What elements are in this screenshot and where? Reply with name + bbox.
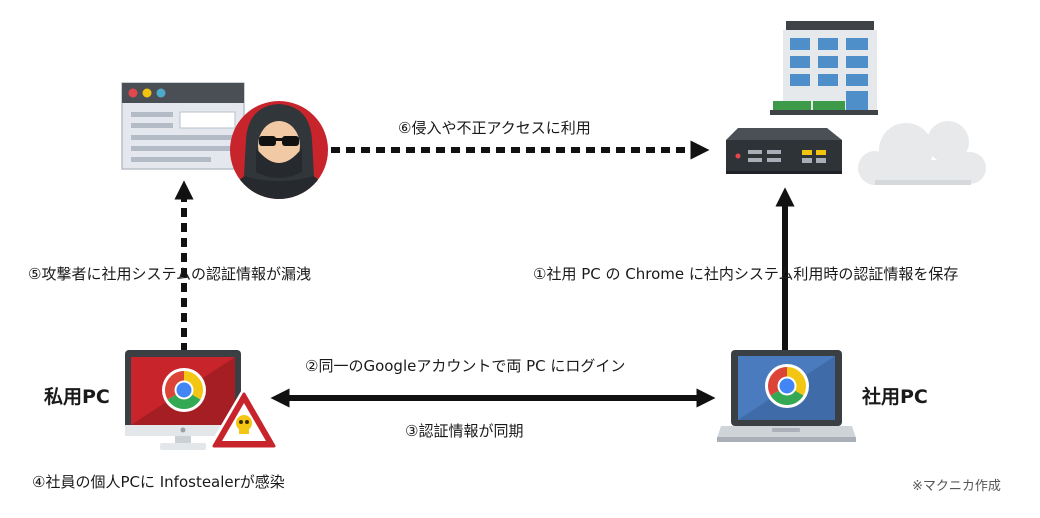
chrome-logo-icon: [162, 368, 206, 412]
label-step3: ③認証情報が同期: [405, 422, 524, 440]
warning-skull-icon: [208, 389, 280, 451]
hacker-icon: [230, 101, 328, 199]
label-step5: ⑤攻撃者に社用システムの認証情報が漏洩: [28, 265, 311, 283]
label-step2: ②同一のGoogleアカウントで両 PC にログイン: [305, 357, 626, 375]
credit-note: ※マクニカ作成: [912, 479, 1001, 494]
label-company-pc: 社用PC: [862, 386, 928, 408]
label-personal-pc: 私用PC: [44, 386, 110, 408]
label-step4: ④社員の個人PCに Infostealerが感染: [32, 473, 285, 491]
chrome-logo-icon: [765, 364, 809, 408]
label-step1: ①社用 PC の Chrome に社内システム利用時の認証情報を保存: [533, 265, 959, 283]
browser-window-icon: [121, 82, 245, 170]
label-step6: ⑥侵入や不正アクセスに利用: [398, 119, 591, 137]
cloud-icon: [858, 121, 986, 185]
office-building-icon: [770, 21, 878, 115]
server-icon: [726, 128, 842, 174]
